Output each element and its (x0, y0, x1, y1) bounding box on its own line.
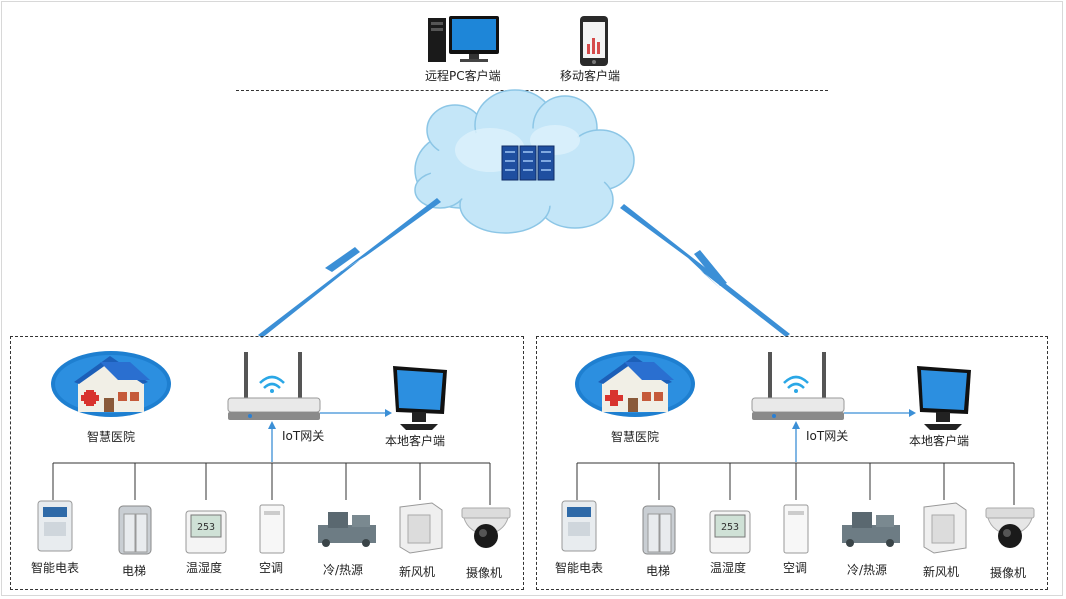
device-label-elevator: 电梯 (122, 564, 147, 578)
device-label-fresh-air-unit: 新风机 (923, 565, 960, 579)
dome-camera-icon (461, 507, 511, 548)
device-bus-right (576, 462, 1015, 505)
site-region-left (10, 336, 524, 590)
iot-gateway-label: IoT网关 (806, 429, 849, 443)
device-label-smart-meter: 智能电表 (555, 561, 604, 575)
hospital-icon (575, 351, 695, 417)
cloud-icon (414, 89, 635, 234)
mobile-client-label: 移动客户端 (560, 69, 621, 83)
chiller-icon (842, 512, 900, 547)
device-label-chiller: 冷/热源 (323, 563, 364, 577)
device-label-air-conditioner: 空调 (259, 561, 284, 575)
device-label-fresh-air-unit: 新风机 (399, 565, 436, 579)
pc-tower-icon (428, 18, 446, 62)
fresh-air-unit-icon (923, 502, 967, 554)
hospital-label: 智慧医院 (87, 430, 136, 444)
local-client-monitor-icon (917, 366, 971, 430)
thermo-hygrometer-icon: 253 (185, 510, 227, 554)
fresh-air-unit-icon (399, 502, 443, 554)
top-separator (236, 90, 828, 91)
svg-text:253: 253 (197, 522, 215, 533)
local-client-label: 本地客户端 (385, 434, 446, 448)
server-icon (501, 145, 555, 181)
mobile-phone-icon (580, 16, 608, 66)
iot-router-icon (227, 352, 321, 420)
hospital-label: 智慧医院 (611, 430, 660, 444)
device-label-air-conditioner: 空调 (783, 561, 808, 575)
hospital-icon (51, 351, 171, 417)
device-label-elevator: 电梯 (646, 564, 671, 578)
thermo-hygrometer-icon: 253 (709, 510, 751, 554)
smart-meter-icon (561, 500, 597, 552)
device-label-chiller: 冷/热源 (847, 563, 888, 577)
pc-monitor-icon (449, 16, 499, 62)
wireless-link-left (258, 198, 441, 338)
device-bus-left (52, 462, 491, 505)
air-conditioner-icon (259, 504, 285, 554)
smart-meter-icon (37, 500, 73, 552)
wireless-link-right (620, 204, 790, 337)
device-label-thermo-hygrometer: 温湿度 (186, 561, 223, 575)
remote-pc-client-label: 远程PC客户端 (425, 69, 501, 83)
local-client-label: 本地客户端 (909, 434, 970, 448)
dome-camera-icon (985, 507, 1035, 548)
device-label-smart-meter: 智能电表 (31, 561, 80, 575)
device-label-dome-camera: 摄像机 (466, 566, 503, 580)
site-region-right (536, 336, 1048, 590)
device-label-thermo-hygrometer: 温湿度 (710, 561, 747, 575)
local-client-monitor-icon (393, 366, 447, 430)
elevator-icon (118, 505, 152, 555)
device-label-dome-camera: 摄像机 (990, 566, 1027, 580)
air-conditioner-icon (783, 504, 809, 554)
svg-text:253: 253 (721, 522, 739, 533)
iot-router-icon (751, 352, 845, 420)
elevator-icon (642, 505, 676, 555)
iot-gateway-label: IoT网关 (282, 429, 325, 443)
chiller-icon (318, 512, 376, 547)
